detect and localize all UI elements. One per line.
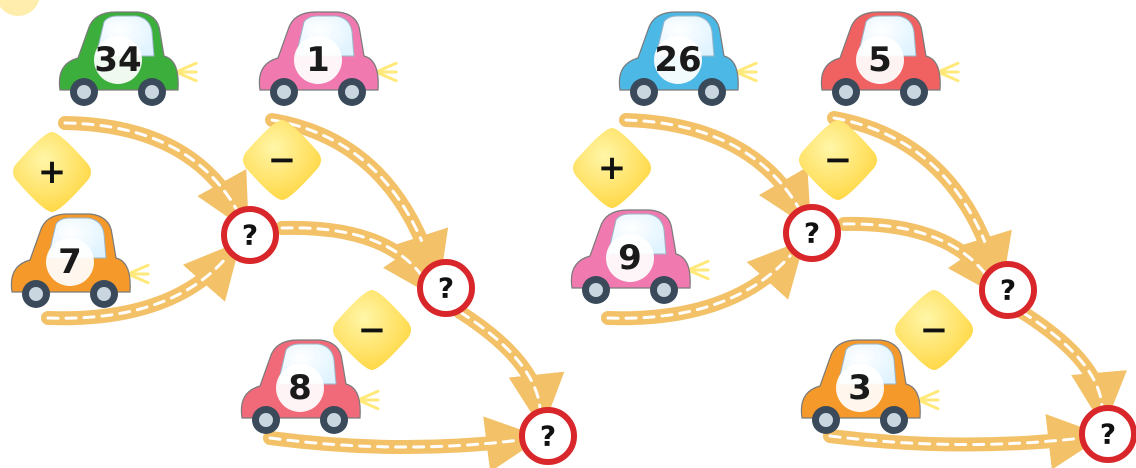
road-1-1 bbox=[65, 123, 238, 212]
car-number: 26 bbox=[654, 40, 701, 80]
wheel-icon bbox=[900, 78, 928, 106]
headlight-icon bbox=[938, 63, 958, 81]
question-mark: ? bbox=[1000, 274, 1016, 307]
car-number: 3 bbox=[848, 368, 872, 408]
car-1-1: 34 bbox=[59, 12, 196, 106]
question-mark: ? bbox=[804, 217, 820, 250]
road-1-6 bbox=[270, 438, 520, 447]
car-1-2: 1 bbox=[259, 12, 396, 106]
unknown-1-1[interactable]: ? bbox=[224, 209, 276, 261]
sun-decoration bbox=[0, 0, 40, 16]
headlight-icon bbox=[128, 265, 148, 283]
wheel-icon bbox=[812, 406, 840, 434]
wheel-icon bbox=[630, 78, 658, 106]
wheel-icon bbox=[22, 280, 50, 308]
car-number: 34 bbox=[94, 40, 141, 80]
wheel-icon bbox=[320, 406, 348, 434]
car-number: 7 bbox=[58, 242, 82, 282]
operator-1-1: + bbox=[13, 132, 91, 212]
road-2-6 bbox=[830, 436, 1082, 445]
headlight-icon bbox=[918, 391, 938, 409]
headlight-icon bbox=[358, 391, 378, 409]
operator-sign: − bbox=[920, 310, 949, 350]
road-2-4 bbox=[844, 224, 990, 280]
question-mark: ? bbox=[242, 219, 258, 252]
headlight-icon bbox=[688, 261, 708, 279]
car-2-1: 26 bbox=[619, 12, 756, 106]
wheel-icon bbox=[252, 406, 280, 434]
wheel-icon bbox=[338, 78, 366, 106]
car-number: 5 bbox=[868, 40, 892, 80]
question-mark: ? bbox=[540, 420, 556, 453]
question-mark: ? bbox=[1100, 418, 1116, 451]
operator-sign: + bbox=[38, 152, 67, 192]
wheel-icon bbox=[832, 78, 860, 106]
wheel-icon bbox=[880, 406, 908, 434]
unknown-2-2[interactable]: ? bbox=[982, 264, 1034, 316]
wheel-icon bbox=[70, 78, 98, 106]
operator-2-3: − bbox=[895, 290, 973, 370]
wheel-icon bbox=[138, 78, 166, 106]
operator-sign: + bbox=[598, 148, 627, 188]
unknown-1-2[interactable]: ? bbox=[420, 262, 472, 314]
wheel-icon bbox=[270, 78, 298, 106]
wheel-icon bbox=[582, 276, 610, 304]
car-number: 8 bbox=[288, 368, 312, 408]
road-2-1 bbox=[626, 120, 800, 210]
wheel-icon bbox=[650, 276, 678, 304]
operator-1-3: − bbox=[333, 290, 411, 370]
wheel-icon bbox=[90, 280, 118, 308]
headlight-icon bbox=[176, 63, 196, 81]
road-2-5 bbox=[1022, 312, 1102, 406]
road-1-4 bbox=[282, 228, 425, 280]
unknown-2-3[interactable]: ? bbox=[1082, 408, 1134, 460]
wheel-icon bbox=[698, 78, 726, 106]
road-1-5 bbox=[460, 312, 540, 408]
car-number: 9 bbox=[618, 238, 642, 278]
car-2-2: 5 bbox=[821, 12, 958, 106]
car-1-3: 7 bbox=[11, 214, 148, 308]
car-2-3: 9 bbox=[571, 210, 708, 304]
operator-sign: − bbox=[358, 310, 387, 350]
question-mark: ? bbox=[438, 272, 454, 305]
operator-2-1: + bbox=[573, 128, 651, 208]
headlight-icon bbox=[736, 63, 756, 81]
car-number: 1 bbox=[306, 40, 330, 80]
unknown-1-3[interactable]: ? bbox=[522, 410, 574, 462]
unknown-2-1[interactable]: ? bbox=[786, 207, 838, 259]
headlight-icon bbox=[376, 63, 396, 81]
operator-sign: − bbox=[824, 140, 853, 180]
operator-sign: − bbox=[268, 140, 297, 180]
